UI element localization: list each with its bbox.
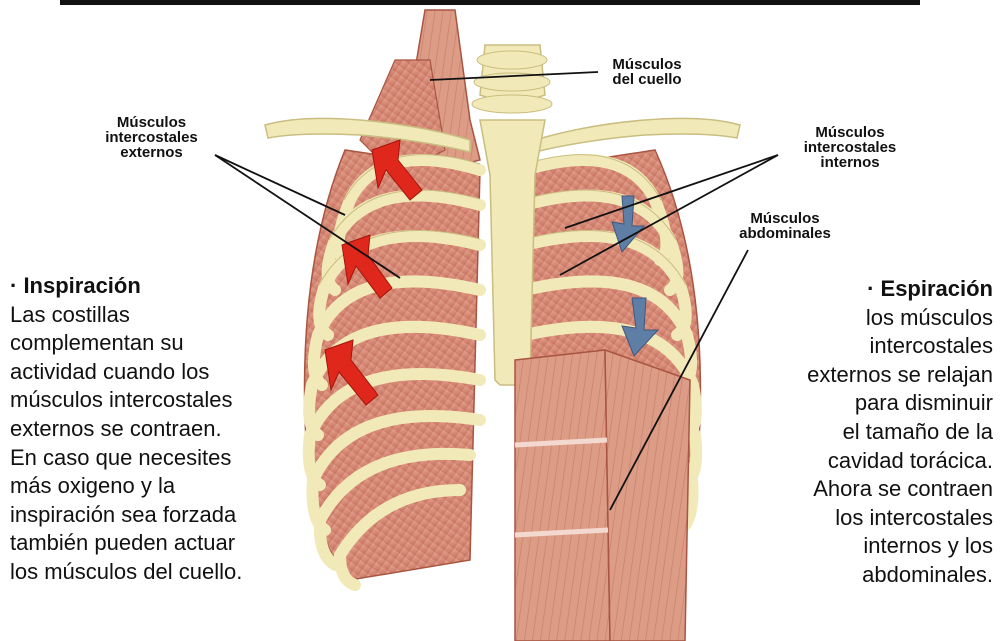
expiration-line: internos y los [745, 532, 993, 561]
cropped-header-text [60, 0, 920, 5]
inspiration-line: los músculos del cuello. [10, 558, 310, 587]
expiration-line: los músculos [745, 304, 993, 333]
expiration-title: · Espiración [745, 275, 993, 304]
expiration-line: para disminuir [745, 389, 993, 418]
label-external-intercostals: Músculosintercostalesexternos [84, 115, 219, 160]
expiration-line: cavidad torácica. [745, 447, 993, 476]
label-abdominal-muscles: Músculosabdominales [715, 211, 855, 241]
label-neck-muscles: Músculosdel cuello [592, 57, 702, 87]
expiration-line: Ahora se contraen [745, 475, 993, 504]
label-internal-intercostals: Músculosintercostalesinternos [780, 125, 920, 170]
expiration-line: intercostales [745, 332, 993, 361]
inspiration-line: externos se contraen. [10, 415, 310, 444]
expiration-line: los intercostales [745, 504, 993, 533]
inspiration-line: complementan su [10, 329, 310, 358]
inspiration-line: inspiración sea forzada [10, 501, 310, 530]
inspiration-line: Las costillas [10, 301, 310, 330]
expiration-line: abdominales. [745, 561, 993, 590]
inspiration-line: músculos intercostales [10, 386, 310, 415]
inspiration-line: actividad cuando los [10, 358, 310, 387]
inspiration-title: · Inspiración [10, 272, 310, 301]
abdominal-muscles [515, 350, 690, 641]
inspiration-text: · Inspiración Las costillas complementan… [10, 272, 310, 587]
inspiration-line: también pueden actuar [10, 529, 310, 558]
inspiration-line: más oxigeno y la [10, 472, 310, 501]
inspiration-line: En caso que necesites [10, 444, 310, 473]
expiration-text: · Espiración los músculos intercostales … [745, 275, 993, 590]
expiration-line: el tamaño de la [745, 418, 993, 447]
expiration-line: externos se relajan [745, 361, 993, 390]
